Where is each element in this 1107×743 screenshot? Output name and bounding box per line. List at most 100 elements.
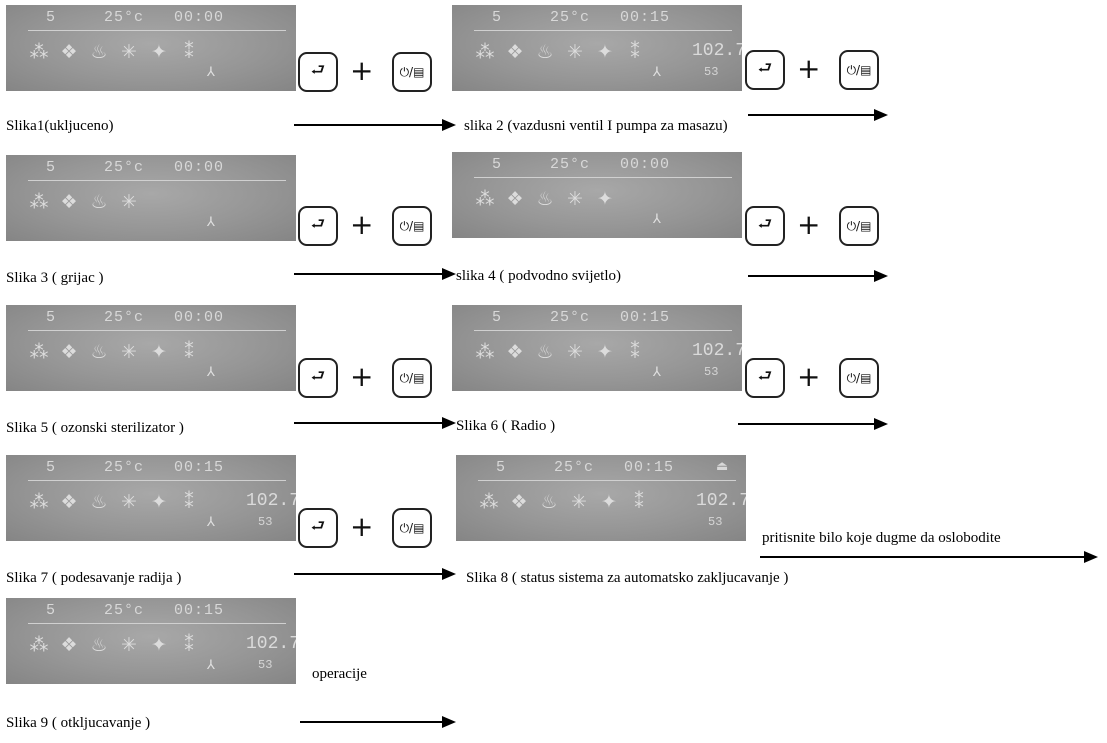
volume-readout: 53 — [704, 65, 719, 79]
arrow-8 — [760, 551, 1098, 563]
divider — [28, 623, 286, 624]
function-icon-3: ♨ — [90, 634, 108, 656]
function-icon-3: ♨ — [90, 41, 108, 63]
function-icon-4: ✳ — [121, 191, 137, 213]
operation-note: operacije — [312, 666, 367, 682]
function-icon-2: ❖ — [60, 491, 78, 513]
swimmer-icon: ⅄ — [207, 515, 215, 530]
mode-number: 5 — [492, 309, 503, 326]
function-icon-6: ⁑ — [630, 341, 640, 363]
function-icon-5: ✦ — [151, 341, 167, 363]
function-icon-5: ✦ — [151, 634, 167, 656]
arrow-4 — [748, 270, 888, 282]
function-icon-2: ❖ — [506, 188, 524, 210]
mode-number: 5 — [46, 159, 57, 176]
temperature-readout: 25°c — [104, 309, 145, 326]
plus-sign: + — [797, 52, 821, 85]
arrow-3 — [294, 268, 456, 280]
function-icon-1: ⁂ — [479, 491, 499, 513]
caption-2: slika 2 (vazdusni ventil I pumpa za masa… — [464, 118, 728, 134]
time-readout: 00:00 — [620, 156, 671, 173]
divider — [28, 330, 286, 331]
plus-sign: + — [350, 208, 374, 241]
arrow-1 — [294, 119, 456, 131]
power-menu-key-icon: ⏻/▤ — [392, 206, 432, 246]
arrow-9 — [300, 716, 456, 728]
volume-readout: 53 — [258, 515, 273, 529]
function-icon-2: ❖ — [506, 41, 524, 63]
function-icon-2: ❖ — [60, 41, 78, 63]
function-icons: ⁂❖♨✳✦⁑ — [470, 41, 650, 65]
enter-key-icon: ⮐ — [745, 358, 785, 398]
divider — [474, 30, 732, 31]
swimmer-icon: ⅄ — [653, 65, 661, 80]
power-menu-key-icon: ⏻/▤ — [839, 50, 879, 90]
mode-number: 5 — [492, 9, 503, 26]
temperature-readout: 25°c — [550, 9, 591, 26]
mode-number: 5 — [492, 156, 503, 173]
function-icon-2: ❖ — [60, 341, 78, 363]
plus-sign: + — [350, 54, 374, 87]
function-icons: ⁂❖♨✳✦⁑ — [24, 41, 204, 65]
function-icon-2: ❖ — [60, 634, 78, 656]
divider — [28, 180, 286, 181]
caption-8: Slika 8 ( status sistema za automatsko z… — [466, 570, 789, 586]
function-icons: ⁂❖♨✳✦⁑ — [474, 491, 654, 515]
key-combo-2: ⮐+⏻/▤ — [745, 50, 895, 98]
time-readout: 00:00 — [174, 9, 225, 26]
divider — [474, 330, 732, 331]
enter-key-icon: ⮐ — [298, 206, 338, 246]
caption-3: Slika 3 ( grijac ) — [6, 270, 104, 286]
key-combo-6: ⮐ + ⏻/▤ — [745, 358, 895, 406]
function-icon-6: ⁑ — [184, 341, 194, 363]
caption-7: Slika 7 ( podesavanje radija ) — [6, 570, 182, 586]
function-icons: ⁂❖♨✳✦⁑ — [24, 341, 204, 365]
swimmer-icon: ⅄ — [207, 215, 215, 230]
mode-number: 5 — [46, 309, 57, 326]
enter-key-icon: ⮐ — [298, 358, 338, 398]
function-icons: ⁂❖♨✳✦⁑ — [24, 491, 204, 515]
time-readout: 00:15 — [624, 459, 675, 476]
function-icon-3: ♨ — [536, 188, 554, 210]
temperature-readout: 25°c — [104, 602, 145, 619]
key-combo-1: ⮐ + ⏻/▤ — [298, 52, 448, 100]
enter-key-icon: ⮐ — [298, 52, 338, 92]
function-icon-4: ✳ — [567, 41, 583, 63]
mode-number: 5 — [46, 602, 57, 619]
caption-4: slika 4 ( podvodno svijetlo) — [456, 268, 621, 284]
divider — [28, 480, 286, 481]
divider — [28, 30, 286, 31]
function-icon-1: ⁂ — [29, 341, 49, 363]
fm-frequency: 102.7 — [246, 634, 296, 654]
time-readout: 00:15 — [620, 309, 671, 326]
fm-frequency: 102.7 — [246, 491, 296, 511]
volume-readout: 53 — [708, 515, 723, 529]
function-icon-4: ✳ — [121, 41, 137, 63]
arrow-5 — [294, 417, 456, 429]
function-icon-2: ❖ — [506, 341, 524, 363]
power-menu-key-icon: ⏻/▤ — [839, 358, 879, 398]
function-icon-5: ✦ — [601, 491, 617, 513]
power-menu-key-icon: ⏻/▤ — [392, 52, 432, 92]
plus-sign: + — [797, 208, 821, 241]
time-readout: 00:15 — [174, 602, 225, 619]
key-combo-4: ⮐+⏻/▤ — [745, 206, 895, 254]
function-icons: ⁂❖♨✳✦⁑ — [24, 634, 204, 658]
arrow-2 — [748, 109, 888, 121]
power-menu-key-icon: ⏻/▤ — [392, 358, 432, 398]
plus-sign: + — [797, 360, 821, 393]
function-icon-3: ♨ — [536, 41, 554, 63]
key-combo-7: ⮐+⏻/▤ — [298, 508, 448, 556]
